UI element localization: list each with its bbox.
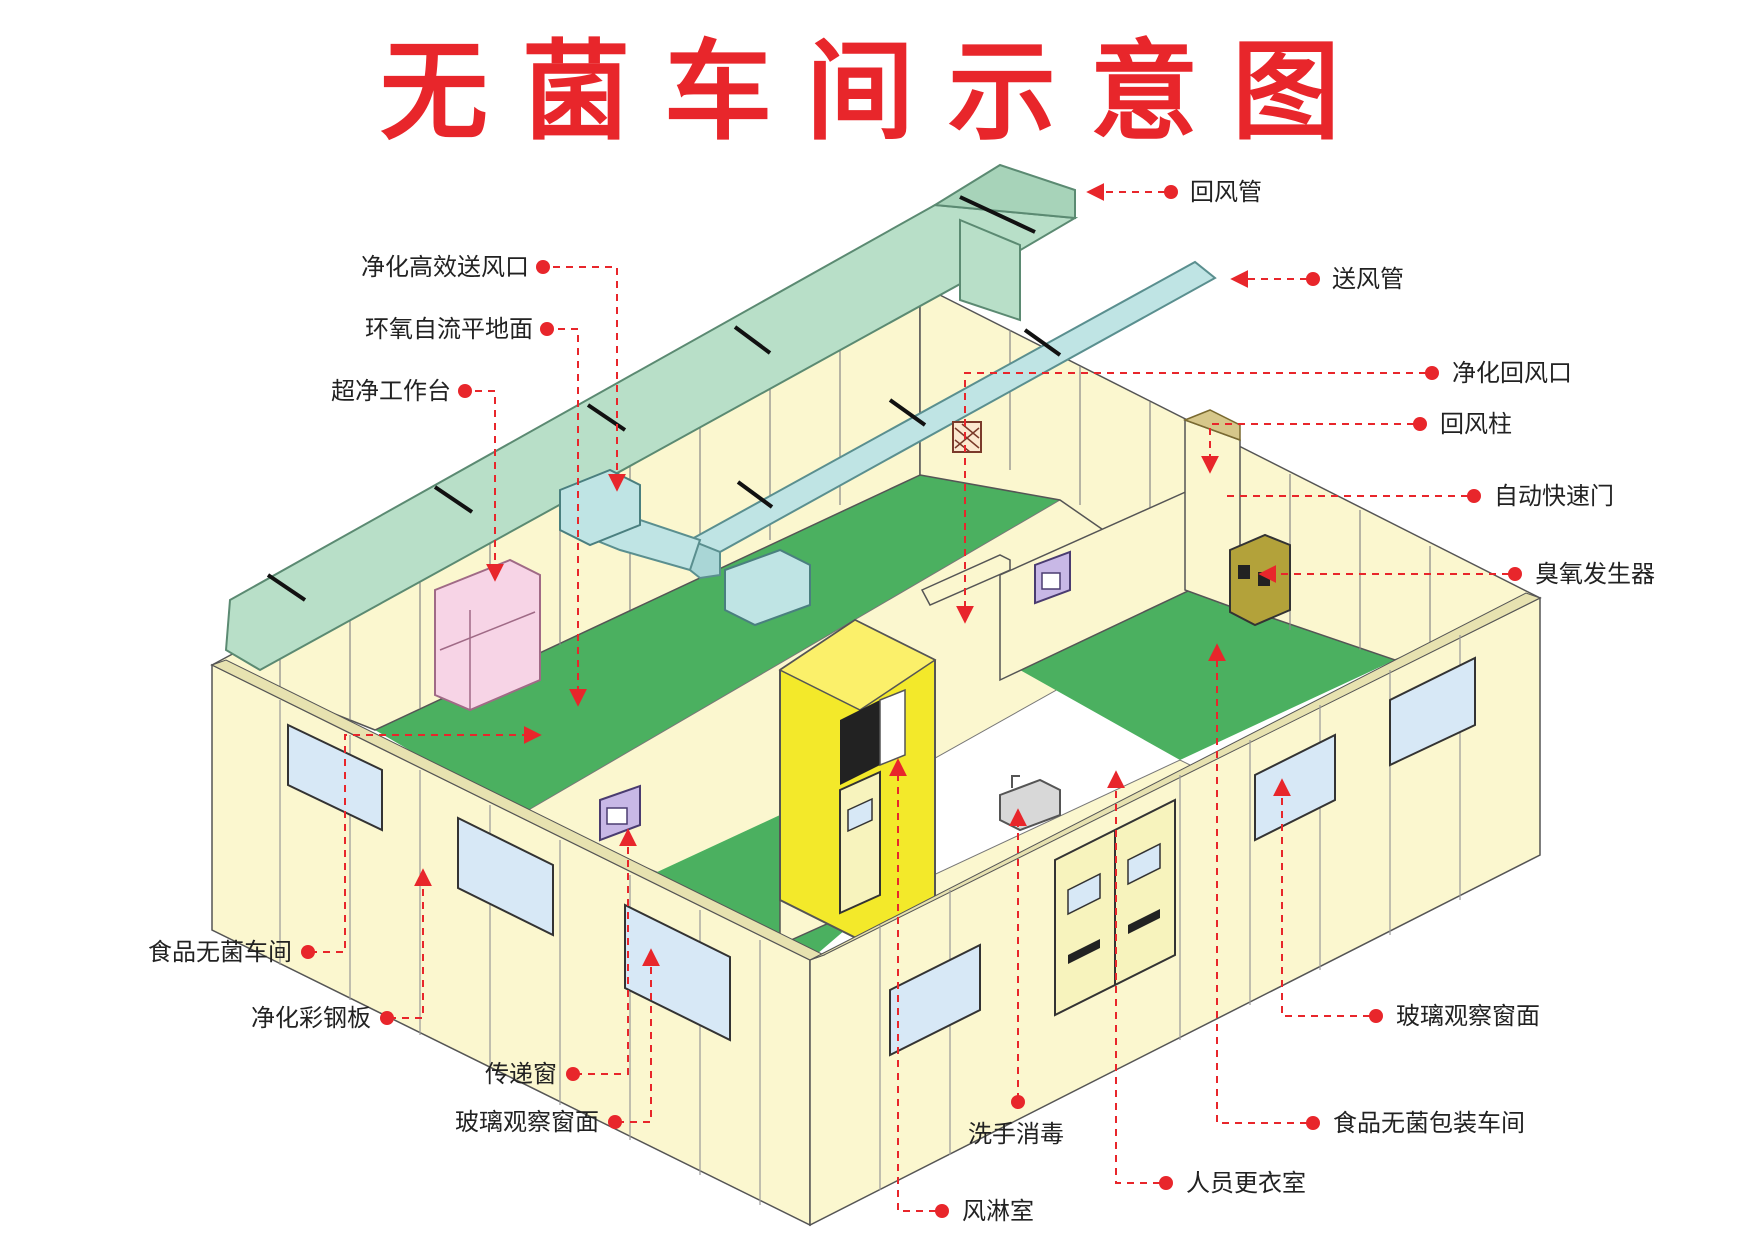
label-ozone-generator: 臭氧发生器	[1535, 560, 1655, 588]
leader-steel-panel	[389, 868, 432, 1019]
window-6	[1389, 656, 1476, 767]
leader-return-vent	[956, 372, 1426, 624]
return-duct	[224, 163, 1079, 672]
leader-pass-box	[575, 828, 637, 1075]
packaging-floor	[1020, 590, 1395, 760]
air-shower	[778, 618, 937, 942]
label-pass-box: 传递窗	[485, 1060, 557, 1088]
label-air-shower-room: 风淋室	[962, 1197, 1034, 1225]
leader-packaging	[1208, 643, 1307, 1124]
hepa-outlet-right	[724, 548, 811, 627]
window-2	[457, 816, 554, 937]
window-5	[1254, 733, 1336, 842]
label-food-sterile-workshop: 食品无菌车间	[148, 938, 292, 966]
label-food-packaging: 食品无菌包装车间	[1333, 1109, 1525, 1137]
changing-room-door	[839, 770, 881, 915]
label-dots	[301, 185, 1522, 1218]
return-vent	[952, 421, 982, 453]
label-return-vent: 净化回风口	[1452, 359, 1572, 387]
leader-hepa-outlet	[540, 266, 626, 492]
window-4	[889, 943, 981, 1057]
label-changing-room: 人员更衣室	[1186, 1169, 1306, 1197]
label-supply-duct: 送风管	[1332, 265, 1404, 293]
label-return-column: 回风柱	[1440, 410, 1512, 438]
leader-return-column	[1201, 423, 1414, 474]
label-steel-panel: 净化彩钢板	[251, 1004, 371, 1032]
clean-bench	[434, 558, 541, 712]
leader-food-workshop	[310, 726, 542, 953]
leader-clean-bench	[462, 390, 504, 582]
label-auto-fast-door: 自动快速门	[1494, 482, 1614, 510]
label-return-duct: 回风管	[1190, 178, 1262, 206]
leader-epoxy-floor	[545, 328, 587, 707]
page-title: 无菌车间示意图	[379, 30, 1374, 155]
label-hepa-outlet: 净化高效送风口	[361, 253, 529, 281]
pass-box-right	[1034, 550, 1071, 605]
pass-box-left	[599, 784, 641, 842]
return-duct-riser	[959, 218, 1021, 322]
leader-glass-right	[1273, 778, 1370, 1017]
label-glass-window-right: 玻璃观察窗面	[1396, 1002, 1540, 1030]
supply-duct	[559, 260, 1217, 627]
label-clean-bench: 超净工作台	[331, 377, 451, 405]
leader-changing-room	[1107, 770, 1160, 1184]
ozone-generator	[1229, 533, 1291, 627]
label-glass-window-left: 玻璃观察窗面	[455, 1108, 599, 1136]
window-1	[287, 723, 383, 832]
window-3	[624, 903, 731, 1042]
label-epoxy-floor: 环氧自流平地面	[365, 315, 533, 343]
entrance-double-door	[1054, 798, 1176, 1017]
observation-windows	[287, 656, 1476, 1057]
label-hand-wash: 洗手消毒	[968, 1120, 1064, 1148]
leader-lines	[310, 183, 1509, 1212]
main-workshop-floor	[375, 440, 1060, 815]
leader-glass-left	[617, 948, 660, 1123]
leader-air-shower	[889, 758, 936, 1212]
